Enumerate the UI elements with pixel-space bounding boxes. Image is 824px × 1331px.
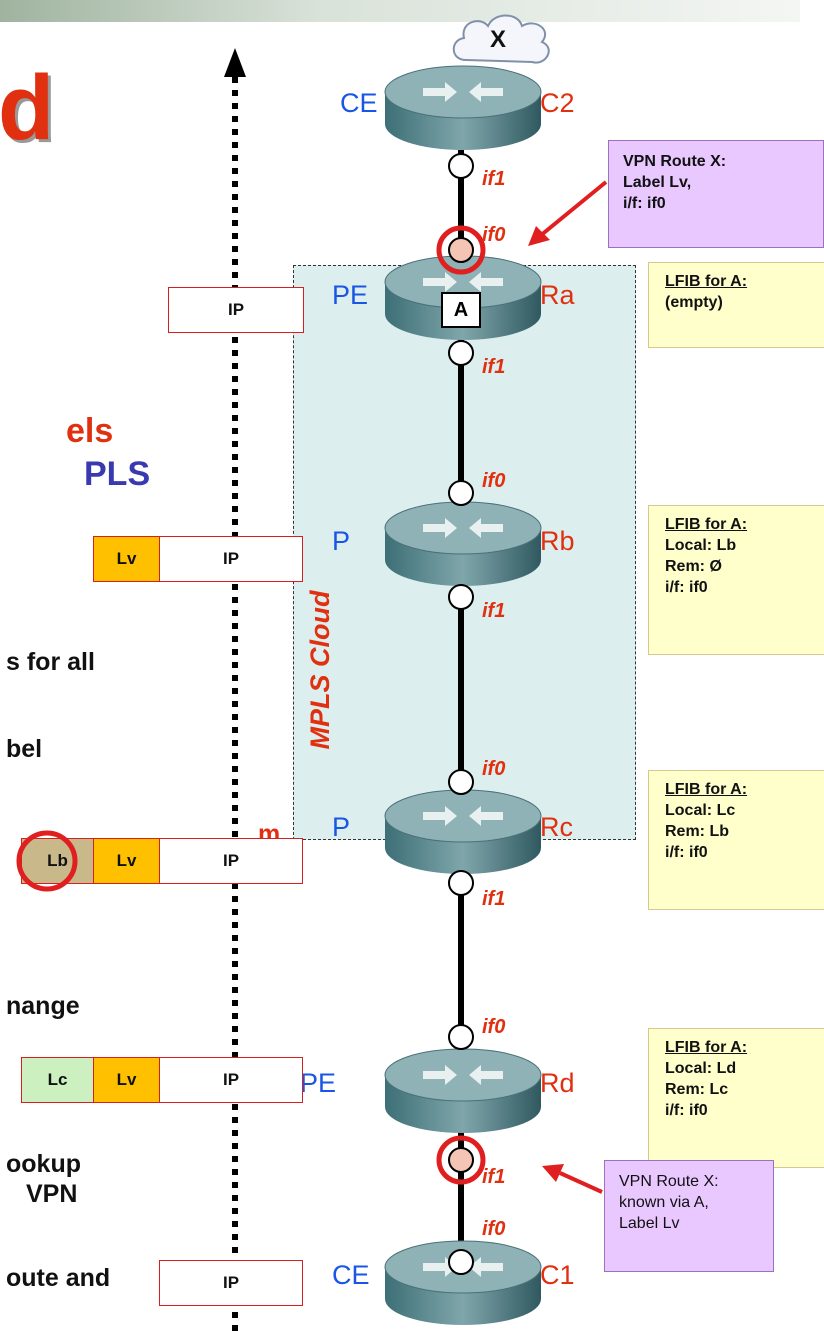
- interface-rd-if1-highlight: [436, 1135, 486, 1185]
- if-label-ra-if0: if0: [482, 224, 506, 246]
- router-badge: A: [441, 292, 481, 328]
- lfib-title: LFIB for A:: [665, 516, 748, 533]
- direction-arrow: [224, 48, 246, 1331]
- lfib-line: Local: Ld: [665, 1060, 737, 1077]
- lfib-rc: LFIB for A: Local: Lc Rem: Lb i/f: if0: [648, 770, 824, 910]
- if-label-rd-if0: if0: [482, 1016, 506, 1038]
- lfib-line: i/f: if0: [665, 844, 708, 861]
- text-line-7: oute and: [6, 1264, 111, 1292]
- text-line-1: s for all: [6, 648, 95, 676]
- destination-cloud-icon: [452, 14, 550, 64]
- router-name-rc: Rc: [540, 812, 573, 842]
- text-line-5: ookup: [6, 1150, 81, 1178]
- interface-c1-if0: [448, 1249, 474, 1275]
- packet-ip-cell: IP: [222, 549, 240, 568]
- interface-ra-if0: [448, 237, 474, 263]
- lfib-line: Local: Lc: [665, 802, 736, 819]
- packet-label-lv: Lv: [94, 1058, 160, 1102]
- lfib-ra: LFIB for A: (empty): [648, 262, 824, 348]
- router-role-rb: P: [332, 526, 351, 556]
- link-line: [458, 150, 464, 1280]
- interface-ra-if1: [448, 340, 474, 366]
- if-label-rb-if0: if0: [482, 470, 506, 492]
- router-name-rd: Rd: [540, 1068, 575, 1098]
- if-label-rc-if0: if0: [482, 758, 506, 780]
- router-role-c1: CE: [332, 1260, 370, 1290]
- lfib-line: Rem: Lc: [665, 1081, 729, 1098]
- packet-lv-ip: Lv IP: [93, 536, 303, 582]
- vpn-route-line: i/f: if0: [623, 195, 666, 212]
- router-icon: [384, 65, 542, 150]
- vpn-route-top: VPN Route X: Label Lv, i/f: if0: [608, 140, 824, 248]
- router-role-c2: CE: [340, 88, 378, 118]
- if-label-rb-if1: if1: [482, 600, 506, 622]
- lfib-line: i/f: if0: [665, 579, 708, 596]
- lfib-title: LFIB for A:: [665, 1039, 748, 1056]
- vpn-route-line: known via A,: [619, 1194, 709, 1211]
- if-label-rd-if1: if1: [482, 1166, 506, 1188]
- if-label-c2-if1: if1: [482, 168, 506, 190]
- labels-fragment: els: [66, 412, 114, 450]
- packet-ip-cell: IP: [222, 1070, 240, 1089]
- if-label-c1-if0: if0: [482, 1218, 506, 1240]
- slide-top-bar: [0, 0, 800, 22]
- packet-lc-lv-ip: Lc Lv IP: [21, 1057, 303, 1103]
- packet-label-lv: Lv: [94, 839, 160, 883]
- packet-label-lc: Lc: [22, 1058, 94, 1102]
- text-line-6: VPN: [26, 1180, 78, 1208]
- vpn-route-line: Label Lv,: [623, 174, 692, 191]
- title-fragment: d: [0, 57, 55, 159]
- mpls-fragment: PLS: [84, 455, 151, 493]
- packet-ip-top: IP: [168, 287, 304, 333]
- lfib-title: LFIB for A:: [665, 781, 748, 798]
- lfib-title: LFIB for A:: [665, 273, 748, 290]
- if-label-rc-if1: if1: [482, 888, 506, 910]
- packet-label-lv: Lv: [94, 537, 160, 581]
- vpn-route-line: VPN Route X:: [623, 153, 727, 170]
- router-name-ra: Ra: [540, 280, 575, 310]
- pointer-arrows: [528, 180, 608, 1194]
- if-label-ra-if1: if1: [482, 356, 506, 378]
- vpn-route-line: Label Lv: [619, 1215, 680, 1232]
- router-role-rd: PE: [300, 1068, 337, 1098]
- lfib-line: Rem: Ø: [665, 558, 722, 575]
- packet-ip-cell: IP: [222, 1273, 240, 1292]
- interface-markers: [436, 153, 486, 1275]
- interface-rd-if1: [448, 1147, 474, 1173]
- router-role-rc: P: [332, 812, 351, 842]
- router-name-c1: C1: [540, 1260, 575, 1290]
- router-name-c2: C2: [540, 88, 575, 118]
- text-line-4: nange: [6, 992, 80, 1020]
- lfib-line: i/f: if0: [665, 1102, 708, 1119]
- interface-rb-if1: [448, 584, 474, 610]
- interface-ra-if0-highlight: [436, 225, 486, 275]
- interface-rd-if0: [448, 1024, 474, 1050]
- lfib-rb: LFIB for A: Local: Lb Rem: Ø i/f: if0: [648, 505, 824, 655]
- router-icon: [384, 501, 542, 586]
- interface-rb-if0: [448, 480, 474, 506]
- interface-c2-if1: [448, 153, 474, 179]
- destination-label: X: [490, 26, 507, 53]
- lfib-line: Local: Lb: [665, 537, 737, 554]
- packet-ip-cell: IP: [227, 300, 245, 319]
- lfib-line: Rem: Lb: [665, 823, 729, 840]
- interface-rc-if1: [448, 870, 474, 896]
- packet-label-lb: Lb: [22, 839, 94, 883]
- packet-ip-bottom: IP: [159, 1260, 303, 1306]
- text-line-2: bel: [6, 735, 43, 763]
- vpn-route-bottom: VPN Route X: known via A, Label Lv: [604, 1160, 774, 1272]
- router-role-ra: PE: [332, 280, 369, 310]
- router-icon: [384, 1048, 542, 1133]
- lfib-rd: LFIB for A: Local: Ld Rem: Lc i/f: if0: [648, 1028, 824, 1168]
- lfib-line: (empty): [665, 294, 723, 311]
- label-lb-highlight: [16, 830, 78, 892]
- router-name-rb: Rb: [540, 526, 575, 556]
- router-icon: [384, 789, 542, 874]
- packet-ip-cell: IP: [222, 851, 240, 870]
- interface-rc-if0: [448, 769, 474, 795]
- mpls-cloud-label: MPLS Cloud: [305, 590, 335, 750]
- vpn-route-line: VPN Route X:: [619, 1173, 719, 1190]
